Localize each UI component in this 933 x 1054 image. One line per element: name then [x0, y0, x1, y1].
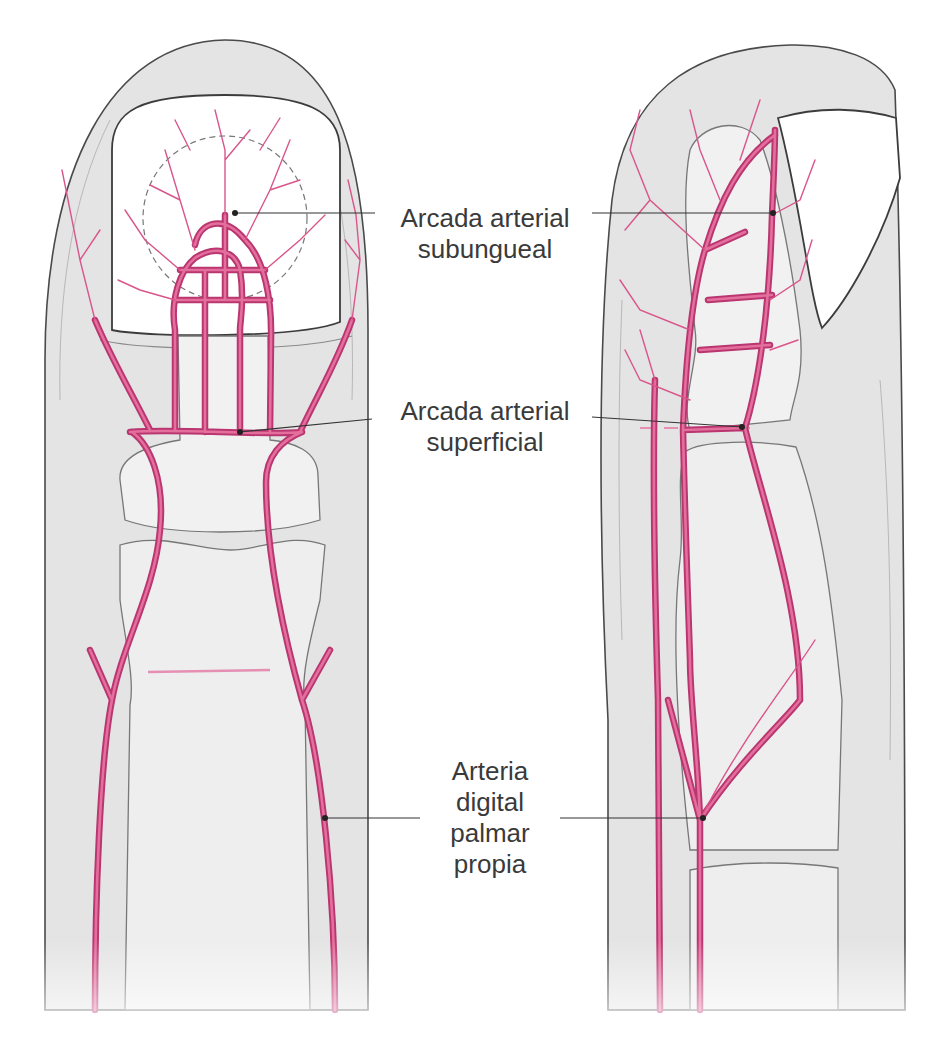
- artery-main: [654, 130, 800, 1010]
- leader-dot: [232, 210, 238, 216]
- finger-outline: [601, 45, 905, 1010]
- artery-core: [90, 215, 352, 1010]
- arteries: [620, 100, 815, 1010]
- leader-dot: [739, 424, 745, 430]
- leader-dot: [700, 815, 706, 821]
- artery-branches: [620, 100, 815, 820]
- growth-line: [148, 670, 270, 672]
- leader-dot: [770, 210, 776, 216]
- artery-core: [654, 130, 800, 1010]
- finger-outline: [45, 40, 368, 1010]
- leader-lines: [235, 213, 773, 818]
- nail-plate: [778, 110, 900, 328]
- callout-label: Arcada arterial superficial: [365, 396, 605, 458]
- arteries: [62, 110, 360, 1010]
- callout-label: Arteria digital palmar propia: [425, 756, 555, 880]
- dorsal-view: [45, 40, 368, 1010]
- artery-main: [90, 215, 352, 1010]
- leader-dot: [237, 429, 243, 435]
- callout-label: Arcada arterial subungueal: [365, 203, 605, 265]
- leader-dot: [322, 815, 328, 821]
- artery-branches: [62, 110, 360, 320]
- bottom-fade: [0, 940, 933, 1054]
- leader-dots: [232, 210, 776, 821]
- lateral-view: [601, 45, 905, 1010]
- middle-phalanx: [120, 540, 325, 1010]
